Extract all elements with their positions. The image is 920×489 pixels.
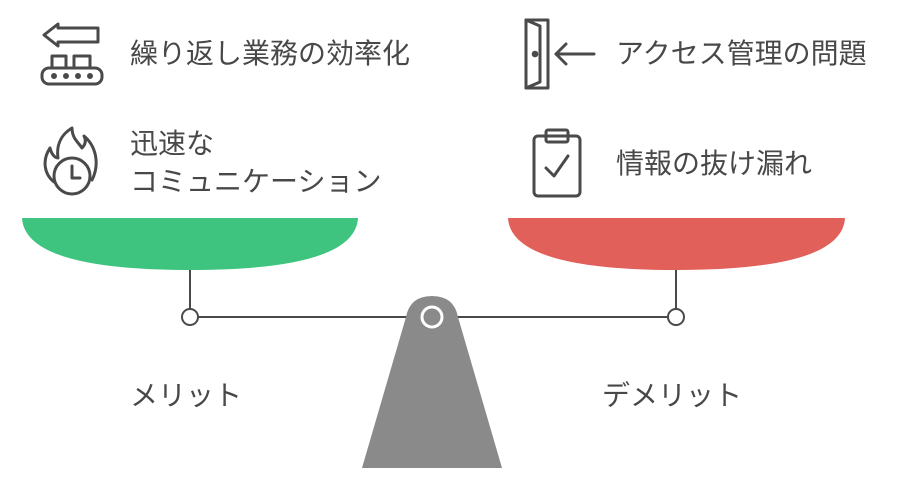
- right-pan: [508, 218, 845, 270]
- left-joint: [181, 308, 199, 326]
- right-joint: [667, 308, 685, 326]
- left-pan: [22, 218, 358, 270]
- left-item-2-label-line2: コミュニケーション: [130, 165, 382, 198]
- scale-stand: [362, 296, 502, 468]
- clipboard-check-icon: [530, 126, 586, 204]
- merit-caption: メリット: [130, 379, 243, 412]
- left-item-1-label: 繰り返し業務の効率化: [130, 37, 411, 70]
- conveyor-belt-icon: [38, 22, 106, 92]
- right-item-2-label: 情報の抜け漏れ: [616, 147, 813, 180]
- left-item-2-label-line1: 迅速な: [130, 127, 215, 160]
- right-item-1-label: アクセス管理の問題: [616, 37, 867, 70]
- demerit-caption: デメリット: [602, 379, 743, 412]
- door-enter-icon: [522, 16, 600, 96]
- pivot: [420, 305, 444, 329]
- fire-clock-icon: [40, 124, 104, 204]
